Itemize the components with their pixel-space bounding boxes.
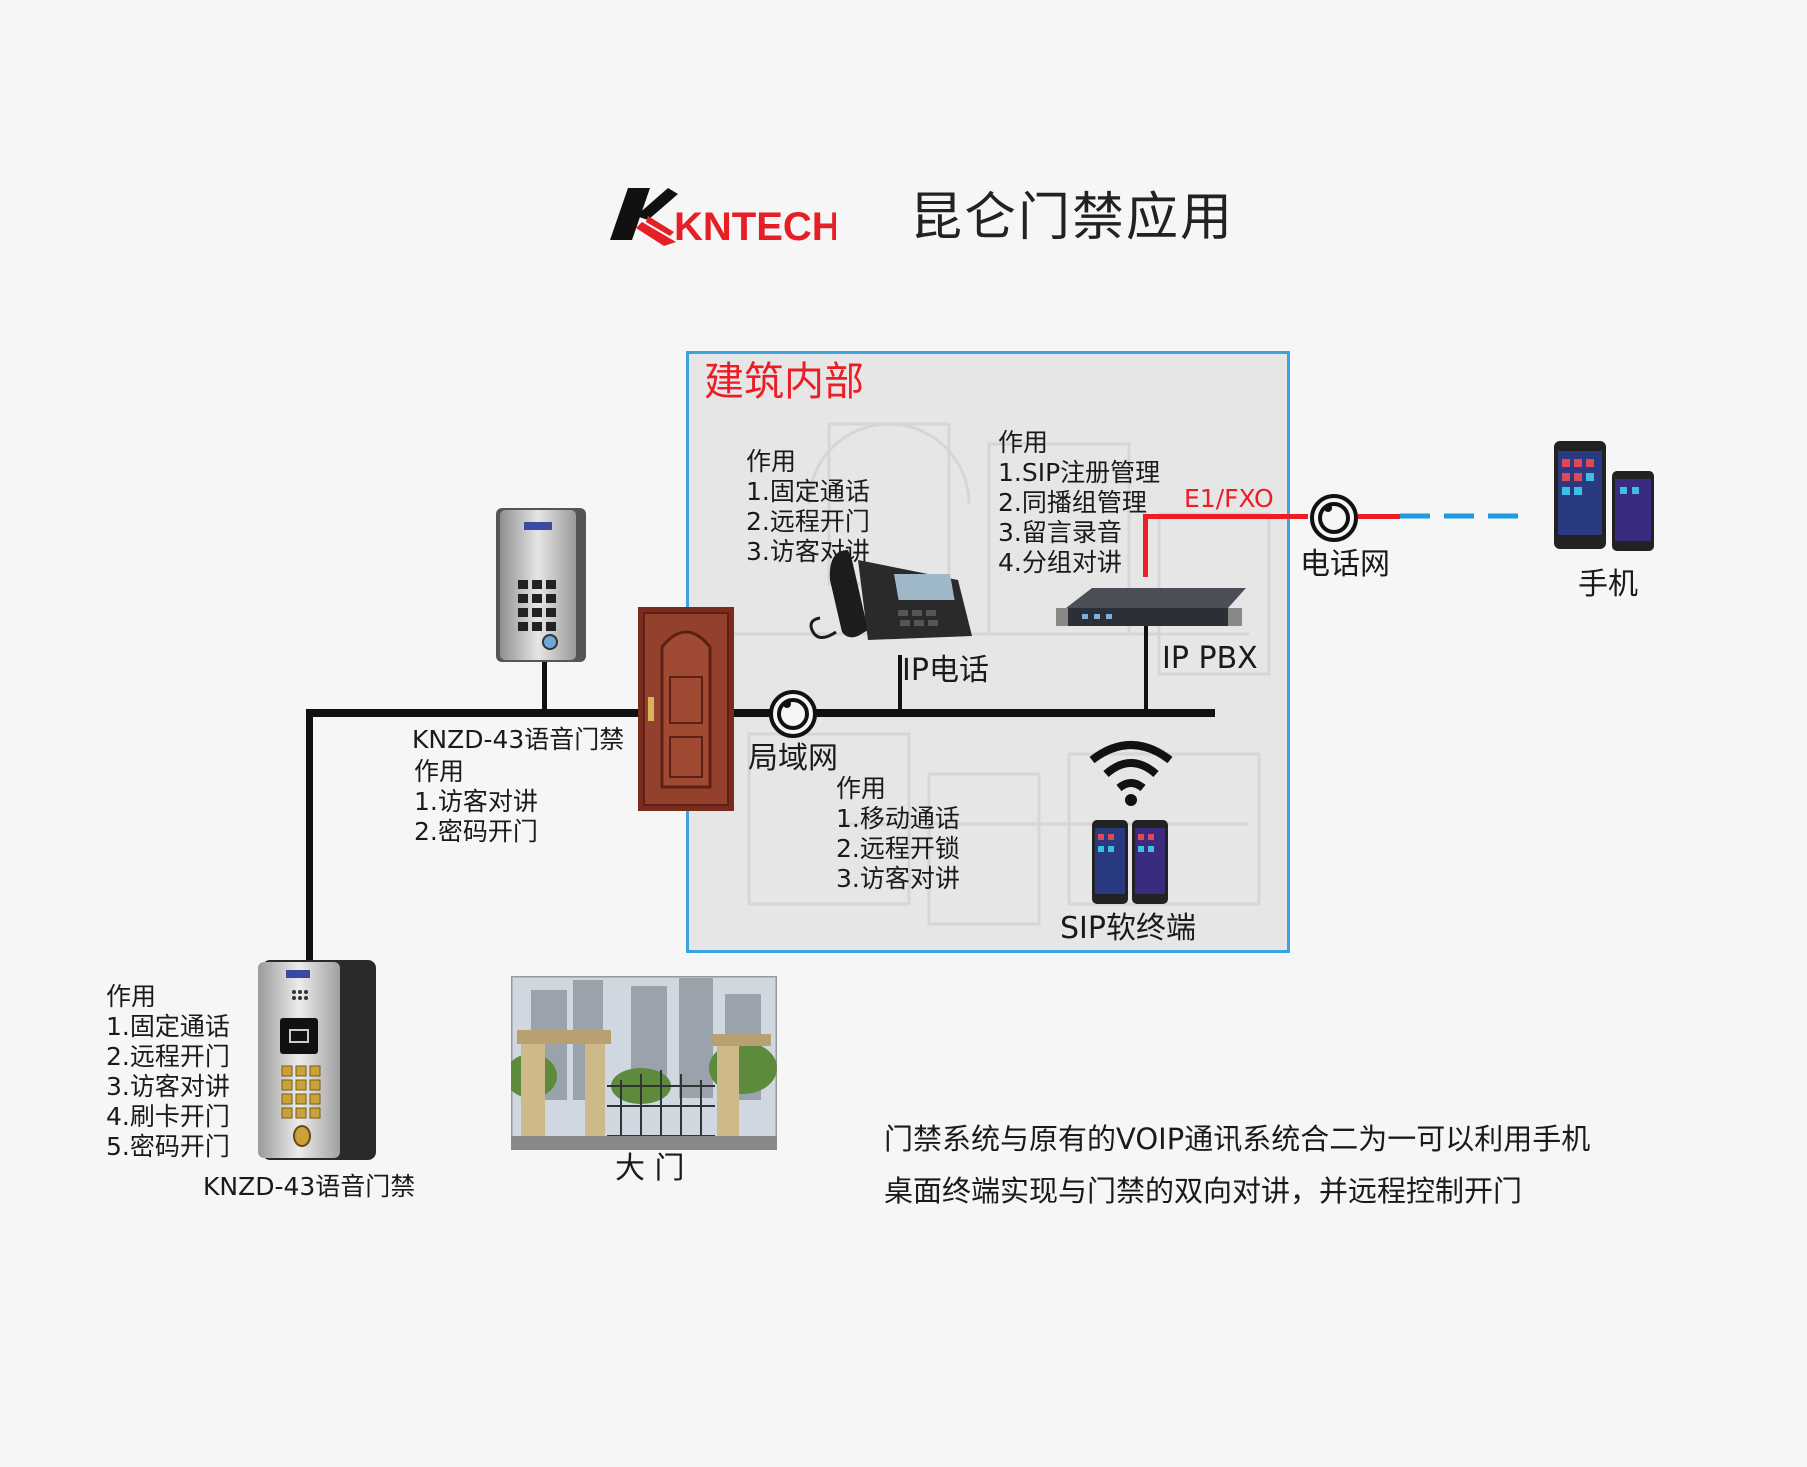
lan-hub-icon bbox=[769, 690, 817, 738]
mobile-link-dashed bbox=[1400, 513, 1530, 519]
kntech-logo: KNTECH bbox=[606, 180, 841, 250]
ip-phone-func-1: 1.固定通话 bbox=[746, 477, 870, 506]
ip-phone-label: IP电话 bbox=[902, 653, 989, 688]
phone-network-label: 电话网 bbox=[1300, 547, 1390, 582]
lan-drop-bottom-intercom bbox=[306, 709, 313, 964]
description-line-2: 桌面终端实现与门禁的双向对讲，并远程控制开门 bbox=[884, 1174, 1523, 1208]
page-title: 昆仑门禁应用 bbox=[910, 188, 1235, 248]
trunk-label: E1/FXO bbox=[1184, 484, 1274, 513]
door-intercom-bottom-func-5: 5.密码开门 bbox=[106, 1132, 230, 1161]
door-intercom-bottom-func-3: 3.访客对讲 bbox=[106, 1072, 230, 1101]
mobile-phone-image bbox=[1554, 441, 1654, 551]
phone-network-hub-icon bbox=[1310, 494, 1358, 542]
door-intercom-top-func-title: 作用 bbox=[414, 757, 465, 786]
lan-backbone-line bbox=[306, 709, 1215, 717]
door-image bbox=[638, 607, 734, 811]
ip-phone-image bbox=[809, 550, 972, 640]
ip-phone-func-2: 2.远程开门 bbox=[746, 507, 870, 536]
wifi-icon bbox=[1089, 741, 1173, 806]
lan-drop-top-intercom bbox=[542, 660, 547, 712]
door-intercom-top-image bbox=[496, 508, 586, 662]
door-intercom-bottom-func-2: 2.远程开门 bbox=[106, 1042, 230, 1071]
lan-drop-ip-pbx bbox=[1144, 625, 1148, 712]
gate-photo bbox=[511, 976, 777, 1150]
trunk-line-horizontal bbox=[1143, 514, 1308, 519]
door-intercom-top-func-1: 1.访客对讲 bbox=[414, 787, 538, 816]
trunk-line-vertical bbox=[1143, 514, 1148, 577]
mobile-label: 手机 bbox=[1578, 567, 1638, 602]
ip-pbx-func-3: 3.留言录音 bbox=[998, 518, 1122, 547]
door-intercom-bottom-func-1: 1.固定通话 bbox=[106, 1012, 230, 1041]
trunk-line-to-network bbox=[1358, 514, 1400, 519]
sip-client-phones-image bbox=[1092, 820, 1168, 904]
ip-pbx-image bbox=[1056, 588, 1246, 626]
sip-client-label: SIP软终端 bbox=[1060, 911, 1196, 946]
ip-pbx-func-title: 作用 bbox=[998, 428, 1049, 457]
ip-phone-func-title: 作用 bbox=[746, 447, 797, 476]
ip-pbx-label: IP PBX bbox=[1162, 641, 1258, 676]
sip-client-func-2: 2.远程开锁 bbox=[836, 834, 960, 863]
door-intercom-bottom-label: KNZD-43语音门禁 bbox=[203, 1172, 416, 1201]
sip-client-func-title: 作用 bbox=[836, 774, 887, 803]
sip-client-func-3: 3.访客对讲 bbox=[836, 864, 960, 893]
door-intercom-top-func-2: 2.密码开门 bbox=[414, 817, 538, 846]
building-interior-box bbox=[686, 351, 1290, 953]
door-intercom-bottom-image bbox=[258, 960, 376, 1160]
lan-drop-ip-phone bbox=[898, 655, 902, 712]
ip-pbx-func-4: 4.分组对讲 bbox=[998, 548, 1122, 577]
door-intercom-bottom-func-title: 作用 bbox=[106, 982, 157, 1011]
ip-pbx-func-1: 1.SIP注册管理 bbox=[998, 458, 1161, 487]
sip-client-func-1: 1.移动通话 bbox=[836, 804, 960, 833]
logo-text: KNTECH bbox=[674, 205, 836, 249]
description-line-1: 门禁系统与原有的VOIP通讯系统合二为一可以利用手机 bbox=[884, 1122, 1591, 1156]
building-title: 建筑内部 bbox=[704, 359, 864, 405]
gate-label: 大 门 bbox=[615, 1151, 685, 1186]
ip-pbx-func-2: 2.同播组管理 bbox=[998, 488, 1147, 517]
door-intercom-bottom-func-4: 4.刷卡开门 bbox=[106, 1102, 230, 1131]
lan-label: 局域网 bbox=[748, 741, 838, 776]
door-intercom-top-label: KNZD-43语音门禁 bbox=[412, 725, 625, 754]
